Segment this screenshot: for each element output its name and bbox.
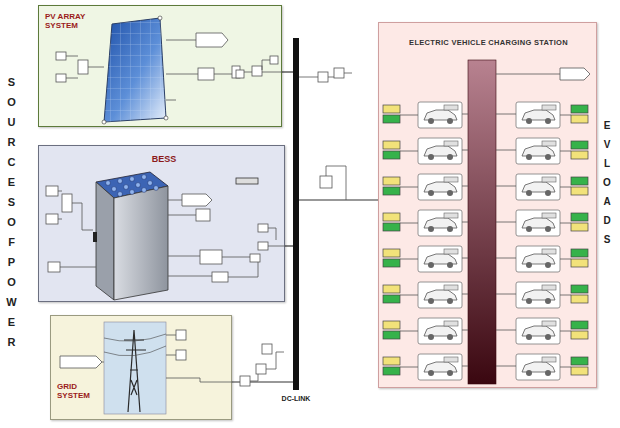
ev-icon: [418, 102, 462, 128]
battery-cell: [383, 141, 400, 149]
battery-cell: [383, 187, 400, 195]
ev-icon: [516, 318, 560, 344]
pv-bus-interface: [236, 56, 278, 78]
charging-busbar: [468, 60, 590, 384]
ev-icon: [516, 102, 560, 128]
battery-cell: [383, 357, 400, 365]
battery-cell: [571, 321, 588, 329]
battery-cell: [571, 295, 588, 303]
battery-cell: [383, 223, 400, 231]
ev-icon: [418, 210, 462, 236]
station-box: ELECTRIC VEHICLE CHARGING STATION: [378, 22, 597, 388]
charger-wire: [400, 150, 571, 151]
charger-wire: [400, 186, 571, 187]
battery-cell: [571, 285, 588, 293]
ev-chargers: [383, 102, 588, 380]
battery-cell: [571, 115, 588, 123]
charger-wire: [400, 294, 571, 295]
battery-cell: [571, 259, 588, 267]
charger-wire: [400, 258, 571, 259]
ev-icon: [418, 246, 462, 272]
grid-wiring: [60, 330, 284, 386]
solar-panel: [102, 16, 168, 124]
source-box: BESS: [38, 145, 285, 302]
battery-cell: [571, 249, 588, 257]
battery-cell: [571, 367, 588, 375]
charger-wire: [400, 366, 571, 367]
ev-icon: [418, 174, 462, 200]
pv-wiring: [56, 33, 282, 100]
side-label: EV LOADS: [602, 116, 612, 249]
battery-cell: [383, 367, 400, 375]
power-connector: [299, 199, 378, 200]
ev-icon: [516, 210, 560, 236]
source-box: GRID SYSTEM: [50, 315, 232, 420]
battery-cell: [571, 105, 588, 113]
box-title: BESS: [129, 154, 199, 164]
battery-cell: [571, 187, 588, 195]
battery-cell: [571, 177, 588, 185]
power-connector: [285, 245, 293, 246]
ev-icon: [516, 174, 560, 200]
battery-cell: [383, 105, 400, 113]
box-title: PV ARRAY SYSTEM: [45, 12, 97, 30]
ev-icon: [516, 138, 560, 164]
side-label: SOURCES OF POWER: [6, 72, 17, 352]
bess-wiring: [46, 178, 285, 282]
battery-cell: [571, 141, 588, 149]
ev-icon: [516, 246, 560, 272]
battery-cell: [571, 357, 588, 365]
charger-wire: [400, 330, 571, 331]
box-title: ELECTRIC VEHICLE CHARGING STATION: [385, 39, 592, 48]
battery-cell: [383, 213, 400, 221]
battery-cell: [383, 321, 400, 329]
battery-cell: [383, 259, 400, 267]
battery-cell: [571, 213, 588, 221]
ev-icon: [418, 318, 462, 344]
source-box: PV ARRAY SYSTEM: [38, 5, 282, 127]
battery-cell: [383, 285, 400, 293]
dc-bus-bar: DC-LINK: [293, 38, 299, 390]
charger-wire: [400, 222, 571, 223]
battery-cell: [383, 331, 400, 339]
station-interface: [299, 68, 352, 200]
battery-cell: [383, 177, 400, 185]
battery-cell: [383, 249, 400, 257]
battery-cell: [383, 295, 400, 303]
battery-cell: [571, 223, 588, 231]
box-title: GRID SYSTEM: [57, 382, 101, 400]
battery-pack: [93, 172, 168, 300]
ev-icon: [418, 354, 462, 380]
grid-pylon: [104, 322, 166, 414]
ev-icon: [516, 354, 560, 380]
battery-cell: [383, 151, 400, 159]
power-connector: [282, 71, 293, 72]
battery-cell: [571, 331, 588, 339]
ev-icon: [418, 138, 462, 164]
power-connector: [232, 381, 293, 382]
charger-wire: [400, 114, 571, 115]
ev-icon: [516, 282, 560, 308]
battery-cell: [571, 151, 588, 159]
ev-icon: [418, 282, 462, 308]
battery-cell: [383, 115, 400, 123]
bus-label: DC-LINK: [266, 395, 326, 403]
